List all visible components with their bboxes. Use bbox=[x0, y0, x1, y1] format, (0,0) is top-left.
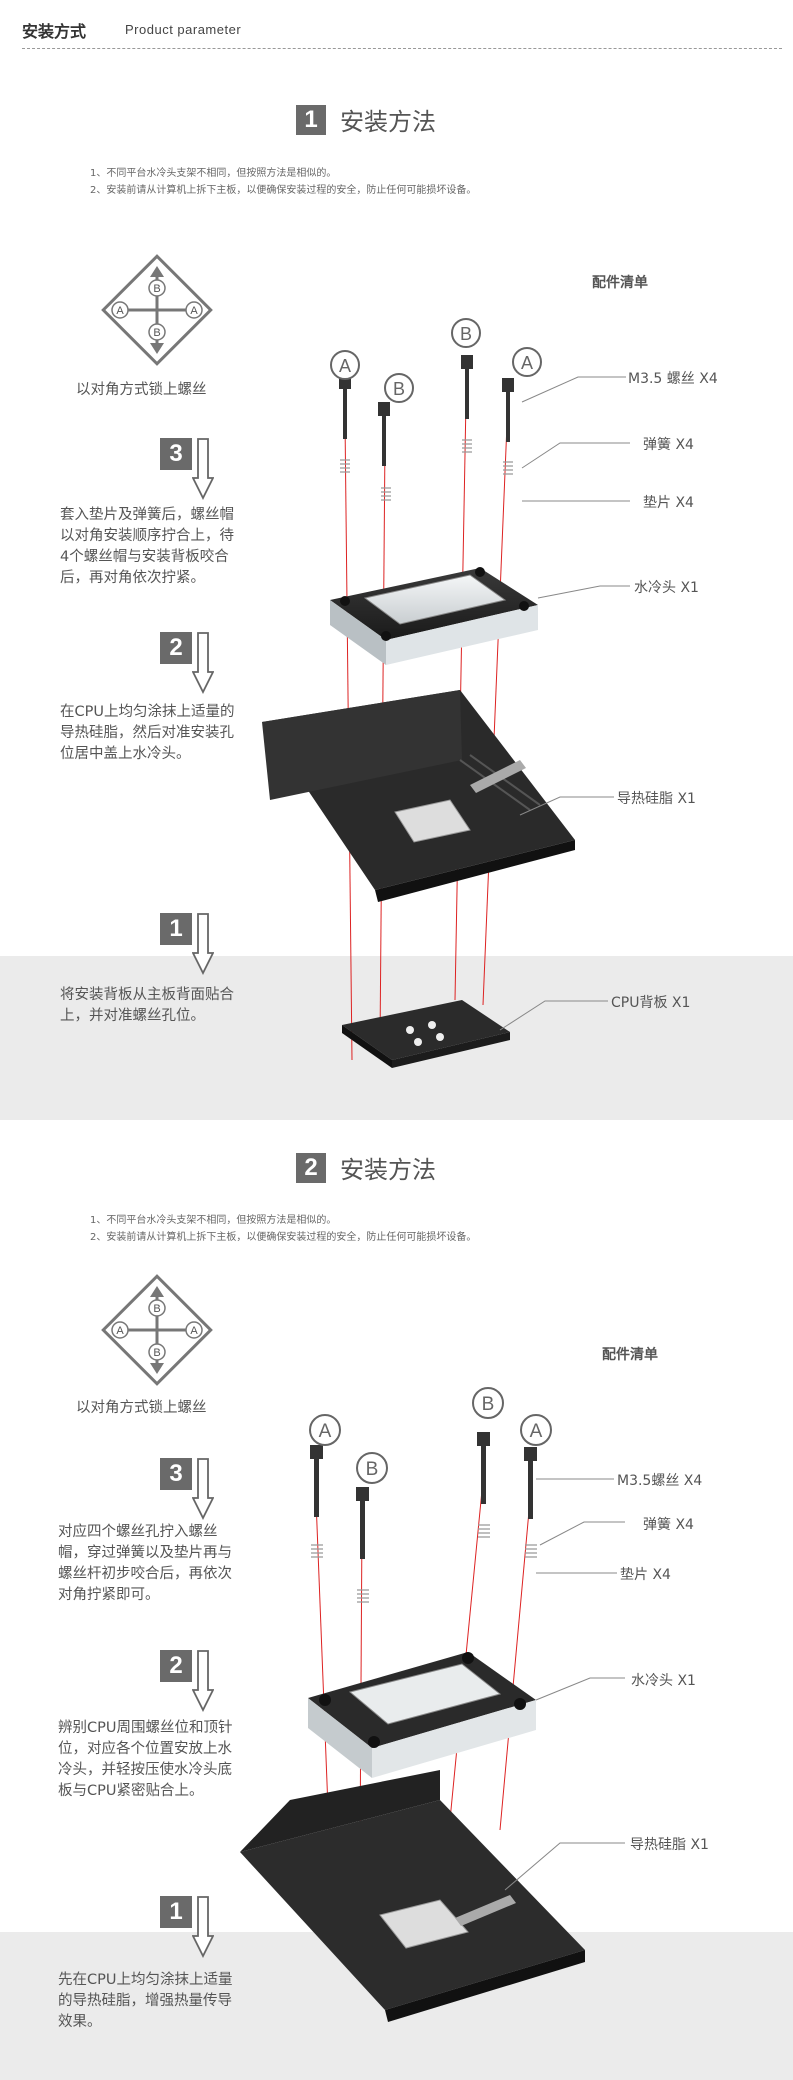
water-block bbox=[330, 567, 538, 665]
section-2-notes: 1、不同平台水冷头支架不相同，但按照方法是相似的。 2、安装前请从计算机上拆下主… bbox=[90, 1212, 476, 1246]
step-number: 2 bbox=[160, 1650, 192, 1682]
part-label-thermal-paste: 导热硅脂 X1 bbox=[617, 791, 696, 807]
header-divider bbox=[22, 48, 782, 49]
diamond-icon-group: B B A A bbox=[101, 1274, 213, 1386]
letter-b: B bbox=[153, 1303, 160, 1315]
letter-b: B bbox=[153, 327, 160, 339]
step-2-badge: 2 bbox=[160, 632, 192, 664]
down-arrow-icon bbox=[192, 438, 214, 500]
letter-a: A bbox=[339, 356, 351, 376]
leader-lines bbox=[499, 376, 630, 1031]
section-1-heading: 1 安装方法 bbox=[296, 102, 436, 137]
letter-b: B bbox=[460, 324, 472, 344]
page-subtitle: Product parameter bbox=[125, 22, 242, 37]
down-arrow-icon bbox=[192, 632, 214, 694]
part-label-thermal-paste: 导热硅脂 X1 bbox=[630, 1837, 709, 1853]
note-line: 1、不同平台水冷头支架不相同，但按照方法是相似的。 bbox=[90, 1215, 337, 1226]
down-arrow-icon bbox=[192, 1650, 214, 1712]
letter-b: B bbox=[393, 379, 405, 399]
note-line: 2、安装前请从计算机上拆下主板，以便确保安装过程的安全，防止任何可能损坏设备。 bbox=[90, 1232, 477, 1243]
diagonal-order-diamond-icon: B B A A bbox=[101, 1274, 213, 1386]
step-number: 1 bbox=[160, 913, 192, 945]
section-2-heading: 2 安装方法 bbox=[296, 1150, 436, 1185]
step-number: 3 bbox=[160, 1458, 192, 1490]
step-1-badge: 1 bbox=[160, 1896, 192, 1928]
note-line: 1、不同平台水冷头支架不相同，但按照方法是相似的。 bbox=[90, 168, 337, 179]
step-number: 1 bbox=[160, 1896, 192, 1928]
screw-icon bbox=[310, 1432, 537, 1559]
screw-icon bbox=[339, 355, 514, 466]
step-2-badge: 2 bbox=[160, 1650, 192, 1682]
step-3-text: 对应四个螺丝孔拧入螺丝帽，穿过弹簧以及垫片再与螺丝杆初步咬合后，再依次对角拧紧即… bbox=[58, 1524, 232, 1603]
page-title: 安装方式 bbox=[22, 22, 87, 41]
part-label-waterblock: 水冷头 X1 bbox=[631, 1673, 696, 1689]
motherboard bbox=[240, 1770, 585, 2022]
exploded-diagram-1: A B B A bbox=[262, 318, 630, 1068]
screw-letter-markers: A B B A bbox=[309, 1387, 552, 1484]
letter-a: A bbox=[319, 1421, 332, 1442]
letter-a: A bbox=[190, 1325, 198, 1337]
part-label-screw: M3.5螺丝 X4 bbox=[617, 1473, 703, 1489]
diamond-caption: 以对角方式锁上螺丝 bbox=[76, 1400, 207, 1416]
step-3-badge: 3 bbox=[160, 438, 192, 470]
letter-a: A bbox=[116, 1325, 124, 1337]
part-label-washer: 垫片 X4 bbox=[620, 1567, 671, 1583]
spring-icon bbox=[311, 1524, 537, 1603]
step-2-text: 辨别CPU周围螺丝位和顶针位，对应各个位置安放上水冷头，并轻按压使水冷头底板与C… bbox=[58, 1720, 233, 1799]
leader-lines bbox=[504, 1478, 625, 1891]
note-line: 2、安装前请从计算机上拆下主板，以便确保安装过程的安全，防止任何可能损坏设备。 bbox=[90, 185, 477, 196]
step-2-text: 在CPU上均匀涂抹上适量的导热硅脂，然后对准安装孔位居中盖上水冷头。 bbox=[60, 704, 235, 762]
letter-b: B bbox=[366, 1459, 379, 1480]
down-arrow-icon bbox=[192, 1896, 214, 1958]
step-number: 2 bbox=[160, 632, 192, 664]
diamond-caption: 以对角方式锁上螺丝 bbox=[76, 382, 207, 398]
step-1-text: 将安装背板从主板背面贴合上，并对准螺丝孔位。 bbox=[60, 987, 234, 1024]
step-1-badge: 1 bbox=[160, 913, 192, 945]
down-arrow-icon bbox=[192, 913, 214, 975]
step-3-badge: 3 bbox=[160, 1458, 192, 1490]
part-label-screw: M3.5 螺丝 X4 bbox=[628, 371, 718, 387]
section-title: 安装方法 bbox=[340, 1156, 436, 1184]
part-label-spring: 弹簧 X4 bbox=[643, 437, 694, 453]
part-label-washer: 垫片 X4 bbox=[643, 495, 694, 511]
exploded-diagram-2: A B B A bbox=[240, 1387, 625, 2022]
step-3-text: 套入垫片及弹簧后，螺丝帽以对角安装顺序拧合上，待4个螺丝帽与安装背板咬合后，再对… bbox=[60, 507, 234, 586]
backplate bbox=[342, 1000, 510, 1068]
part-label-spring: 弹簧 X4 bbox=[643, 1517, 694, 1533]
letter-a: A bbox=[190, 305, 198, 317]
letter-a: A bbox=[521, 353, 533, 373]
section-number-badge: 1 bbox=[296, 104, 326, 135]
step-number: 3 bbox=[160, 438, 192, 470]
down-arrow-icon bbox=[192, 1458, 214, 1520]
part-label-waterblock: 水冷头 X1 bbox=[634, 580, 699, 596]
letter-b: B bbox=[482, 1394, 495, 1415]
section-title: 安装方法 bbox=[340, 108, 436, 136]
part-label-backplate: CPU背板 X1 bbox=[611, 995, 691, 1011]
spring-icon bbox=[340, 439, 513, 501]
letter-a: A bbox=[530, 1421, 543, 1442]
step-1-text: 先在CPU上均匀涂抹上适量的导热硅脂，增强热量传导效果。 bbox=[58, 1972, 233, 2030]
water-block bbox=[308, 1652, 536, 1778]
parts-list-title: 配件清单 bbox=[592, 275, 648, 291]
section-1-notes: 1、不同平台水冷头支架不相同，但按照方法是相似的。 2、安装前请从计算机上拆下主… bbox=[90, 165, 476, 199]
screw-letter-markers: A B B A bbox=[330, 318, 542, 403]
letter-b: B bbox=[153, 1347, 160, 1359]
diamond-icon-group: B B A A bbox=[101, 254, 213, 366]
letter-a: A bbox=[116, 305, 124, 317]
section-number-badge: 2 bbox=[296, 1152, 326, 1183]
letter-b: B bbox=[153, 283, 160, 295]
parts-list-title: 配件清单 bbox=[602, 1347, 658, 1363]
motherboard bbox=[262, 690, 575, 902]
diagonal-order-diamond-icon: B B A A bbox=[101, 254, 213, 366]
